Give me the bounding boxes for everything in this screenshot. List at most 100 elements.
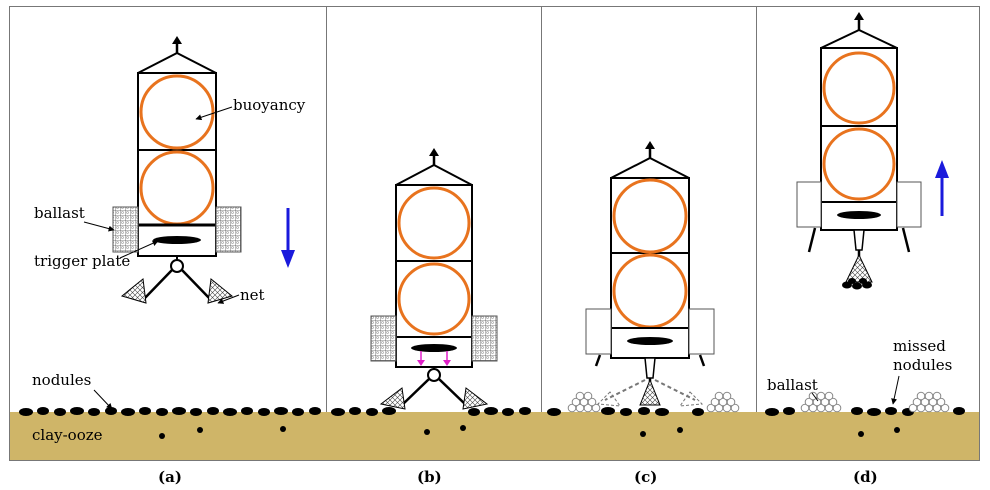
nodule <box>953 407 965 415</box>
nodule <box>292 408 304 416</box>
dropped-ballast <box>567 391 740 413</box>
ballast-pellet <box>816 391 826 401</box>
label-clay-ooze: clay-ooze <box>32 426 103 444</box>
leader-ballast <box>83 221 115 232</box>
hoist-tip-icon <box>172 36 182 44</box>
buoyancy-float-upper <box>397 186 471 260</box>
buoyancy-float-lower <box>397 262 471 336</box>
nodule <box>366 408 378 416</box>
nodule <box>349 407 361 415</box>
ballast-pellet <box>730 403 740 413</box>
ballast-frame-right <box>896 181 922 228</box>
net-left <box>120 278 147 304</box>
ballast-pellet <box>591 403 601 413</box>
nodule <box>783 407 795 415</box>
buoyancy-float-lower <box>822 127 896 201</box>
net-hinge <box>853 229 865 251</box>
leader-net <box>217 294 240 304</box>
ballast-pellet <box>924 391 934 401</box>
ascent-arrow-icon <box>935 160 949 178</box>
nodule <box>159 433 165 439</box>
ballast-pellet <box>932 391 942 401</box>
nodule <box>197 427 203 433</box>
label-buoyancy: buoyancy <box>233 96 306 114</box>
net-arm-left <box>142 269 173 301</box>
figure-frame <box>9 6 980 461</box>
ballast-left <box>112 206 139 253</box>
net-swing-left <box>604 379 646 401</box>
ballast-frame-right <box>688 308 715 355</box>
nodule <box>70 407 84 415</box>
buoyancy-float-upper <box>139 74 215 150</box>
nodule <box>502 408 514 416</box>
ballast-pellet <box>714 391 724 401</box>
ballast-pellet <box>828 397 838 407</box>
net-arm-right <box>181 269 212 301</box>
nodule <box>54 408 66 416</box>
net-arm-right <box>438 378 467 406</box>
net-right <box>462 387 489 410</box>
captured-nodules <box>842 278 872 290</box>
leg-right <box>698 354 706 367</box>
label-missed-nodules: nodules <box>893 356 952 374</box>
net-arm-left <box>401 378 430 406</box>
ballast-left <box>370 315 397 362</box>
leg-right <box>901 227 911 253</box>
trigger-plate <box>411 344 457 352</box>
nodule <box>309 407 321 415</box>
nodule <box>468 408 480 416</box>
nodule <box>655 408 669 416</box>
net-closed <box>639 378 661 406</box>
nodule <box>858 431 864 437</box>
hinge-pivot <box>170 259 184 273</box>
nodule <box>382 407 396 415</box>
caption-c: (c) <box>634 468 657 486</box>
ballast-pellet <box>916 391 926 401</box>
nodule <box>223 408 237 416</box>
hoist-tip-icon <box>645 141 655 149</box>
panel-c: (c) <box>567 141 740 486</box>
net-hinge <box>644 357 656 379</box>
nodule <box>460 425 466 431</box>
nodule <box>139 407 151 415</box>
nodule <box>519 407 531 415</box>
lander-cap <box>610 156 690 179</box>
hoist-tip-icon <box>854 12 864 20</box>
panel-b: (b) <box>370 148 498 486</box>
nodule <box>765 408 779 416</box>
nodule <box>640 431 646 437</box>
leader-nodules <box>93 389 113 410</box>
ballast-pellet <box>722 391 732 401</box>
lander-cap <box>820 28 898 49</box>
panel-d: ballast missed nodules (d) <box>767 12 952 486</box>
ballast-pellet <box>726 397 736 407</box>
nodule <box>190 408 202 416</box>
label-ballast: ballast <box>34 204 85 222</box>
ballast-right <box>471 315 498 362</box>
nodule <box>207 407 219 415</box>
trigger-plate <box>627 337 673 345</box>
nodule <box>280 426 286 432</box>
net-swing-right <box>654 379 696 401</box>
nodule <box>156 408 168 416</box>
descent-arrow-icon <box>281 250 295 268</box>
nodule <box>692 408 704 416</box>
nodule <box>37 407 49 415</box>
lander-a <box>112 36 242 304</box>
label-nodules: nodules <box>32 371 91 389</box>
net-left <box>379 387 406 410</box>
label-net: net <box>240 286 265 304</box>
buoyancy-float-upper <box>612 178 688 254</box>
net-ghost-left <box>596 391 622 407</box>
net-ghost-right <box>678 391 704 407</box>
nodule-layer <box>19 407 965 439</box>
nodule <box>424 429 430 435</box>
nodule <box>19 408 33 416</box>
trigger-plate <box>837 211 881 219</box>
nodule <box>894 427 900 433</box>
hinge-pivot <box>427 368 441 382</box>
nodule <box>331 408 345 416</box>
release-pin-left-icon <box>417 360 425 366</box>
dropped-ballast <box>800 391 950 413</box>
